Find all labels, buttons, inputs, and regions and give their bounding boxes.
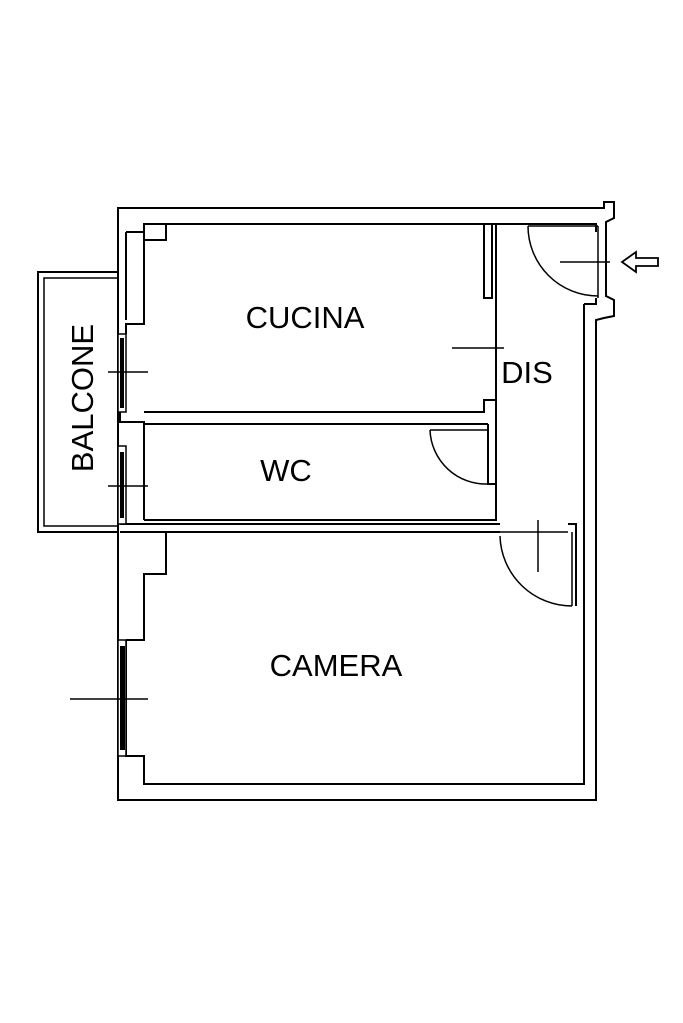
window-camera [70,639,148,757]
door-camera [499,520,573,607]
window-cucina [108,333,148,413]
partition-cucina-wc [119,411,488,520]
window-wc [108,445,148,525]
room-label-dis: DIS [501,355,553,390]
door-entrance [527,225,610,298]
entrance-arrow-icon [620,250,659,274]
door-wc [429,429,489,485]
dis-walls [492,223,597,520]
room-label-balcone: BALCONE [65,324,100,472]
room-label-wc: WC [260,453,312,488]
outer-wall [117,201,615,801]
room-label-camera: CAMERA [270,648,403,683]
camera-walls [120,523,577,641]
room-label-cucina: CUCINA [246,300,365,335]
